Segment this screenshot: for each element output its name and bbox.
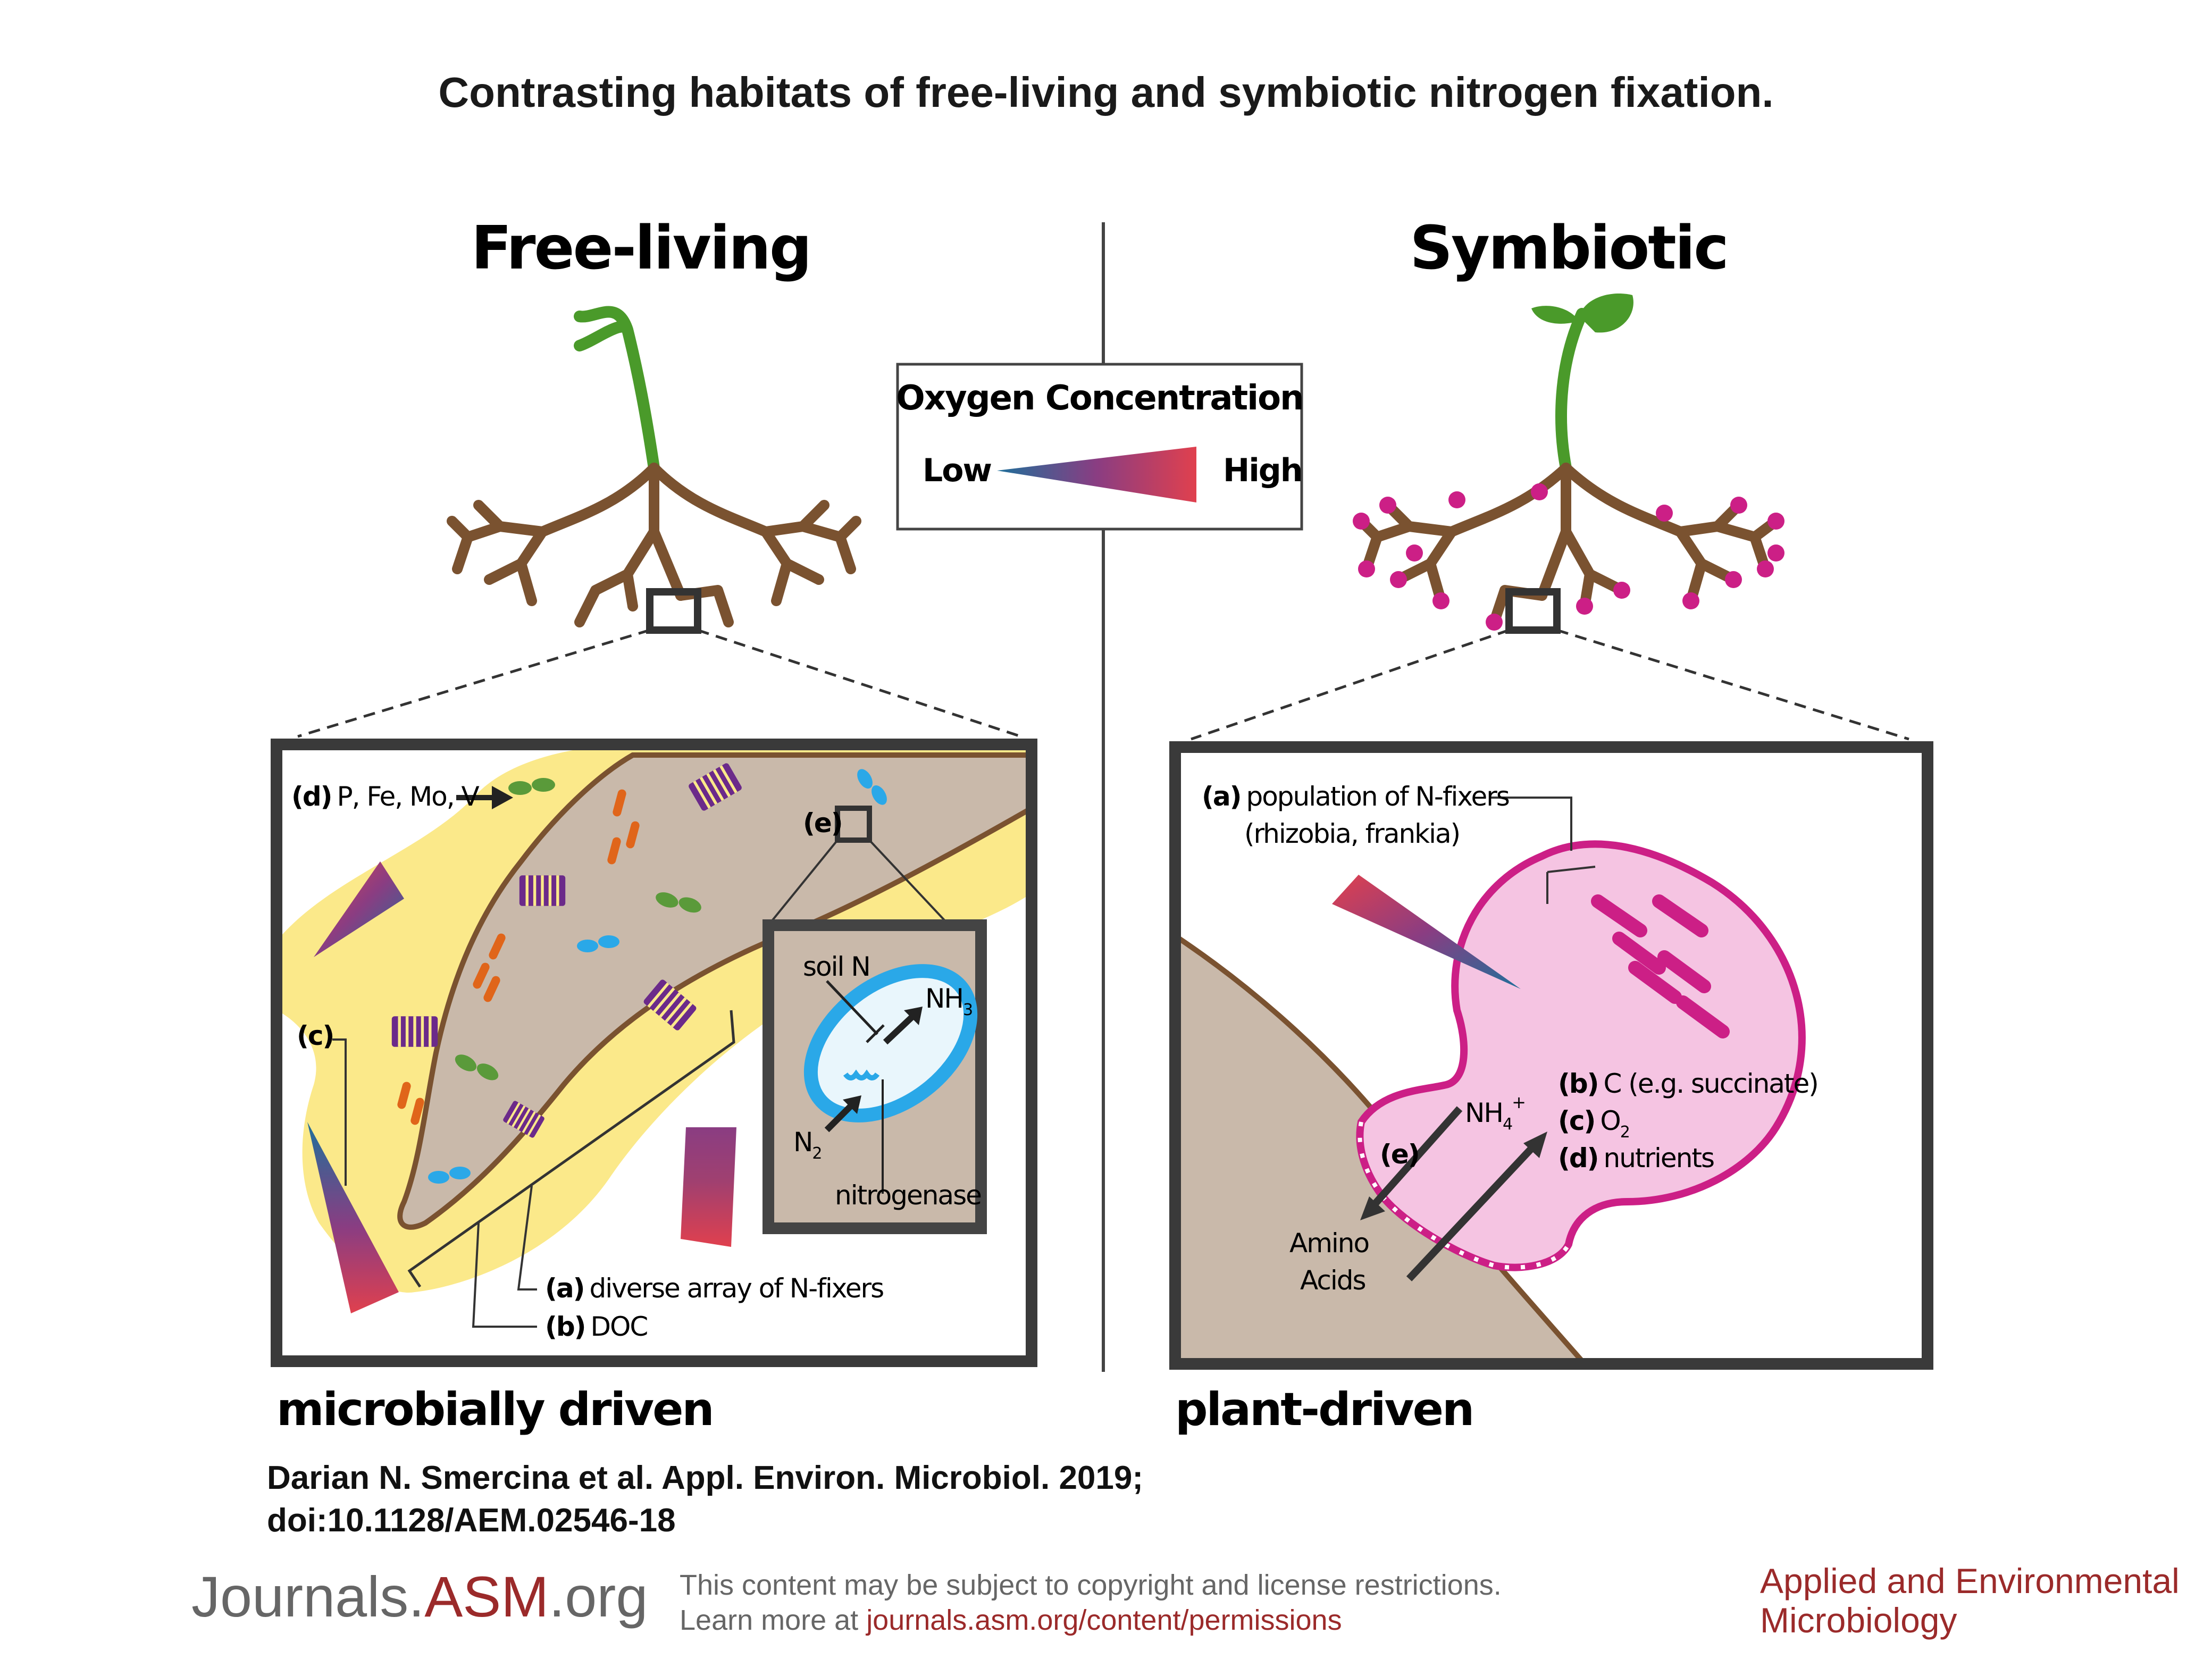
oxygen-legend: Oxygen Concentration Low High <box>896 363 1304 531</box>
figure-title: Contrasting habitats of free-living and … <box>438 69 1774 116</box>
notice-line: This content may be subject to copyright… <box>680 1569 1502 1601</box>
label-e-symbiotic: (e) <box>1380 1139 1419 1170</box>
zoom-line <box>1191 629 1510 741</box>
copyright-notice: This content may be subject to copyright… <box>680 1568 1502 1638</box>
legend-gradient <box>997 447 1196 502</box>
citation: Darian N. Smercina et al. Appl. Environ.… <box>267 1457 1143 1542</box>
label-nh3: NH3 <box>925 983 972 1019</box>
citation-line: Darian N. Smercina et al. Appl. Environ.… <box>267 1460 1144 1496</box>
symbiotic-zoom-panel <box>1169 741 1933 1370</box>
free-living-plant-illustration <box>447 306 861 634</box>
label-b-symbiotic: (b)C (e.g. succinate) <box>1558 1068 1818 1099</box>
zoom-line <box>1556 629 1909 741</box>
symbiotic-heading: Symbiotic <box>1410 214 1727 283</box>
zoom-line <box>297 629 650 738</box>
diagram-canvas: Free-living Symbiotic <box>271 214 1933 1436</box>
label-a-free-living: (a)diverse array of N-fixers <box>545 1273 883 1304</box>
logo-prefix: Journals. <box>191 1564 425 1629</box>
label-soil-n: soil N <box>803 951 870 982</box>
label-acids: Acids <box>1300 1265 1365 1296</box>
legend-low-label: Low <box>923 452 991 489</box>
zoom-line <box>697 629 1021 738</box>
microbe-purple <box>392 1016 438 1047</box>
rhizobia-cluster <box>1591 894 1730 1038</box>
legend-high-label: High <box>1223 452 1302 489</box>
label-d-free-living: (d)P, Fe, Mo, V <box>291 781 480 812</box>
oxygen-gradient-marker <box>681 1127 736 1247</box>
oxygen-gradient-marker <box>314 861 404 957</box>
oxygen-gradient-marker <box>307 1122 399 1313</box>
oxygen-gradient-marker <box>1332 875 1521 989</box>
journal-name-line: Applied and Environmental <box>1760 1561 2180 1601</box>
permissions-link[interactable]: journals.asm.org/content/permissions <box>866 1604 1342 1636</box>
label-amino: Amino <box>1289 1228 1369 1259</box>
root-nodule <box>1356 840 1806 1271</box>
label-d-symbiotic: (d)nutrients <box>1558 1143 1714 1174</box>
symbiotic-plant-illustration <box>1353 293 1784 634</box>
label-e-free-living: (e) <box>803 808 842 839</box>
free-living-heading: Free-living <box>471 214 810 283</box>
notice-line: Learn more at journals.asm.org/content/p… <box>680 1603 1502 1638</box>
label-a-symbiotic: (a)population of N-fixers <box>1202 781 1509 812</box>
symbiotic-footer-caption: plant-driven <box>1175 1383 1473 1436</box>
logo-suffix: .org <box>549 1564 648 1629</box>
journal-name-line: Microbiology <box>1760 1601 1957 1640</box>
free-living-zoom-panel <box>271 739 1037 1367</box>
label-rhizobia-frankia: (rhizobia, frankia) <box>1244 818 1460 849</box>
label-n2: N2 <box>793 1127 822 1163</box>
notice-prefix: Learn more at <box>680 1604 867 1636</box>
label-b-free-living: (b)DOC <box>545 1311 647 1342</box>
free-living-footer-caption: microbially driven <box>276 1383 713 1436</box>
label-c-free-living: (c) <box>297 1020 333 1051</box>
label-c-symbiotic: (c)O2 <box>1558 1105 1629 1142</box>
journals-asm-logo[interactable]: Journals.ASM.org <box>191 1563 648 1630</box>
citation-doi: doi:10.1128/AEM.02546-18 <box>267 1502 676 1539</box>
label-nh4: NH4+ <box>1465 1092 1525 1134</box>
journal-name: Applied and Environmental Microbiology <box>1760 1561 2180 1640</box>
legend-title: Oxygen Concentration <box>896 379 1303 418</box>
logo-asm: ASM <box>424 1564 549 1629</box>
microbe-purple <box>520 875 565 906</box>
label-nitrogenase: nitrogenase <box>835 1180 981 1211</box>
